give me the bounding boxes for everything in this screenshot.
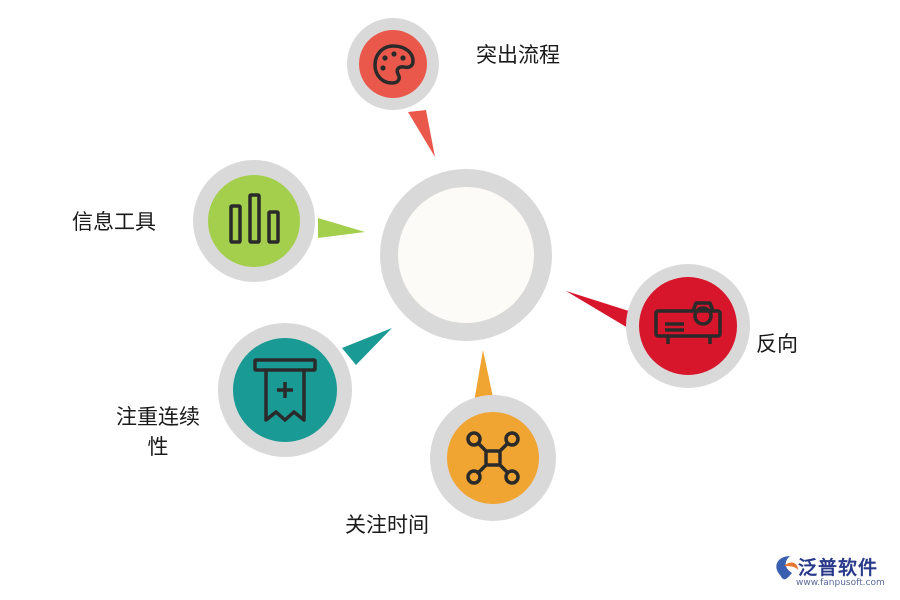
pointer-top [408,110,435,157]
brand-watermark: 泛普软件 www.fanpusoft.com [770,553,898,599]
pointer-left [318,218,365,238]
label-left: 信息工具 [72,210,156,234]
label-bottom-left: 注重连续 性 [98,402,218,462]
receipt-icon [253,358,317,422]
label-bottom-left-line2: 性 [147,435,169,459]
node-top-circle [359,30,427,98]
node-top [347,18,439,157]
node-bottom [430,350,556,521]
label-bottom-left-line1: 注重连续 [116,405,200,429]
label-right: 反向 [756,332,798,356]
node-right [566,264,750,388]
node-bottom-left [218,323,392,457]
palette-icon [373,44,415,85]
brand-url: www.fanpusoft.com [796,578,885,588]
pointer-bottom-left [342,328,392,365]
bar-chart-icon [229,193,280,244]
center-hub [380,169,552,341]
projector-icon [654,301,722,344]
brand-name: 泛普软件 [798,557,879,579]
drone-icon [466,431,520,485]
label-bottom: 关注时间 [345,513,429,537]
fanpu-logo-icon [776,556,798,580]
node-right-circle [639,277,737,375]
node-bottom-circle [447,412,539,504]
node-left-circle [208,175,300,267]
pointer-bottom [474,350,494,402]
pointer-right [566,291,632,328]
node-left [193,160,365,282]
label-top: 突出流程 [476,43,560,67]
